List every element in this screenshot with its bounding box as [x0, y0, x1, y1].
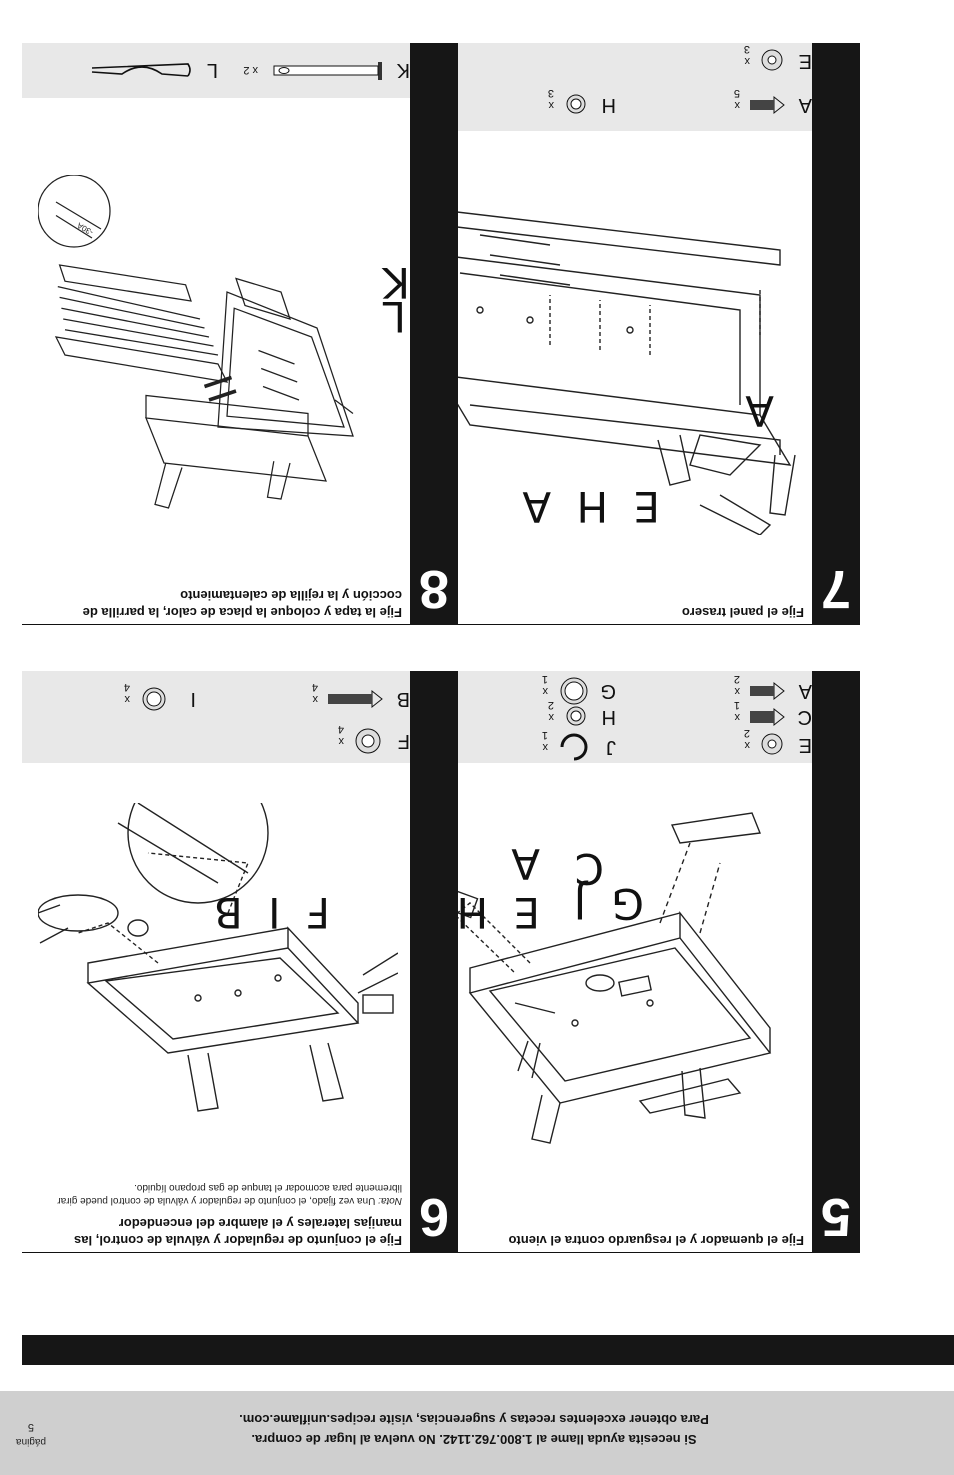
part-qty: x 4 [311, 681, 318, 705]
part-letter: K [396, 59, 410, 81]
step-number-box: 5 [812, 671, 860, 1253]
part-letter: H [601, 706, 616, 728]
callout-label-l: L [376, 292, 406, 341]
part-qty: x 1 [541, 673, 548, 697]
step-number-box: 7 [812, 43, 860, 625]
step-5-panel: 5 Fije el quemador y el resguardo contra… [424, 671, 860, 1253]
step-number-box: 6 [410, 671, 458, 1253]
rear-panel-drawing [440, 209, 796, 535]
part-qty: x 3 [547, 87, 554, 111]
part-letter: A [798, 94, 812, 116]
part-letter: E [798, 50, 812, 72]
part-letter: I [190, 688, 196, 710]
callout-label-fib: F I B [207, 888, 330, 937]
step-6-panel: 6 Fije el conjunto de regulador y válvul… [22, 671, 458, 1253]
step-number: 5 [820, 1187, 852, 1247]
hitch-pin-icon [91, 63, 191, 77]
clip-ring-icon [560, 733, 588, 761]
parts-list: B x 4 F x 4 I x 4 [22, 671, 410, 763]
part-qty: x 2 [243, 64, 258, 76]
page-label: página [15, 1436, 46, 1447]
step-number-box: 8 [410, 43, 458, 625]
step-note: Nota: Una vez fijado, el conjunto de reg… [32, 1181, 402, 1207]
step-number: 7 [820, 559, 852, 619]
lock-ring-icon [142, 687, 166, 711]
step-8-panel: 8 Fije la tapa y coloque la placa de cal… [22, 43, 458, 625]
part-qty: x 2 [547, 699, 554, 723]
parts-list: K L x 2 [22, 43, 410, 98]
callout-label-eha: E H A [516, 482, 660, 531]
washer-icon [355, 728, 381, 754]
bolt-icon [750, 95, 785, 115]
note-text: Una vez fijado, el conjunto de regulador… [57, 1182, 402, 1206]
footer: Si necesita ayuda llame al 1.800.762.114… [0, 1391, 954, 1475]
step-number: 6 [418, 1187, 450, 1247]
parts-list: A x 5 E x 3 H x 3 [424, 43, 812, 131]
lid-grate-drawing: -30A [38, 175, 354, 509]
step-title: Fije la tapa y coloque la placa de calor… [82, 588, 402, 620]
page-number: 5 [27, 1421, 34, 1433]
detail-part-code: -30A [75, 220, 95, 237]
ring-icon [560, 677, 588, 705]
part-letter: B [396, 688, 410, 710]
bolt-icon [750, 681, 785, 701]
section-divider-bar [22, 1335, 954, 1365]
recipes-line: Para obtener excelentes recetas y sugere… [239, 1412, 709, 1427]
part-letter: F [397, 730, 410, 752]
regulator-valve-drawing [38, 803, 398, 1112]
step-7-panel: 7 Fije el panel trasero E H A A [424, 43, 860, 625]
callout-label-a: A [739, 386, 774, 435]
step-title: Fije el quemador y el resguardo contra e… [508, 1233, 804, 1248]
part-qty: x 4 [123, 681, 130, 705]
hinge-pin-icon [273, 62, 382, 80]
parts-list: A x 2 C x 1 E x 2 G x 1 H x [424, 671, 812, 763]
part-qty: x 3 [743, 43, 750, 67]
part-qty: x 2 [743, 727, 750, 751]
part-letter: C [797, 706, 812, 728]
nut-icon [566, 94, 586, 114]
part-letter: J [606, 736, 616, 758]
nut-icon [566, 706, 586, 726]
part-letter: G [600, 680, 616, 702]
part-qty: x 1 [541, 729, 548, 753]
step-number: 8 [418, 559, 450, 619]
part-letter: A [798, 680, 812, 702]
step-title: Fije el conjunto de regulador y válvula … [74, 1216, 402, 1248]
part-letter: H [601, 94, 616, 116]
part-letter: L [206, 59, 218, 81]
washer-icon [761, 49, 783, 71]
part-qty: x 5 [733, 87, 740, 111]
washer-icon [761, 733, 783, 755]
callout-label-c: C [568, 844, 604, 893]
help-line: Si necesita ayuda llame al 1.800.762.114… [251, 1432, 697, 1447]
bolt-icon [750, 707, 785, 727]
long-bolt-icon [328, 689, 383, 709]
part-letter: E [798, 734, 812, 756]
part-qty: x 1 [733, 699, 740, 723]
part-qty: x 4 [337, 723, 344, 747]
note-label: Nota: [378, 1195, 402, 1206]
part-qty: x 2 [733, 673, 740, 697]
step-title: Fije el panel trasero [681, 605, 804, 620]
